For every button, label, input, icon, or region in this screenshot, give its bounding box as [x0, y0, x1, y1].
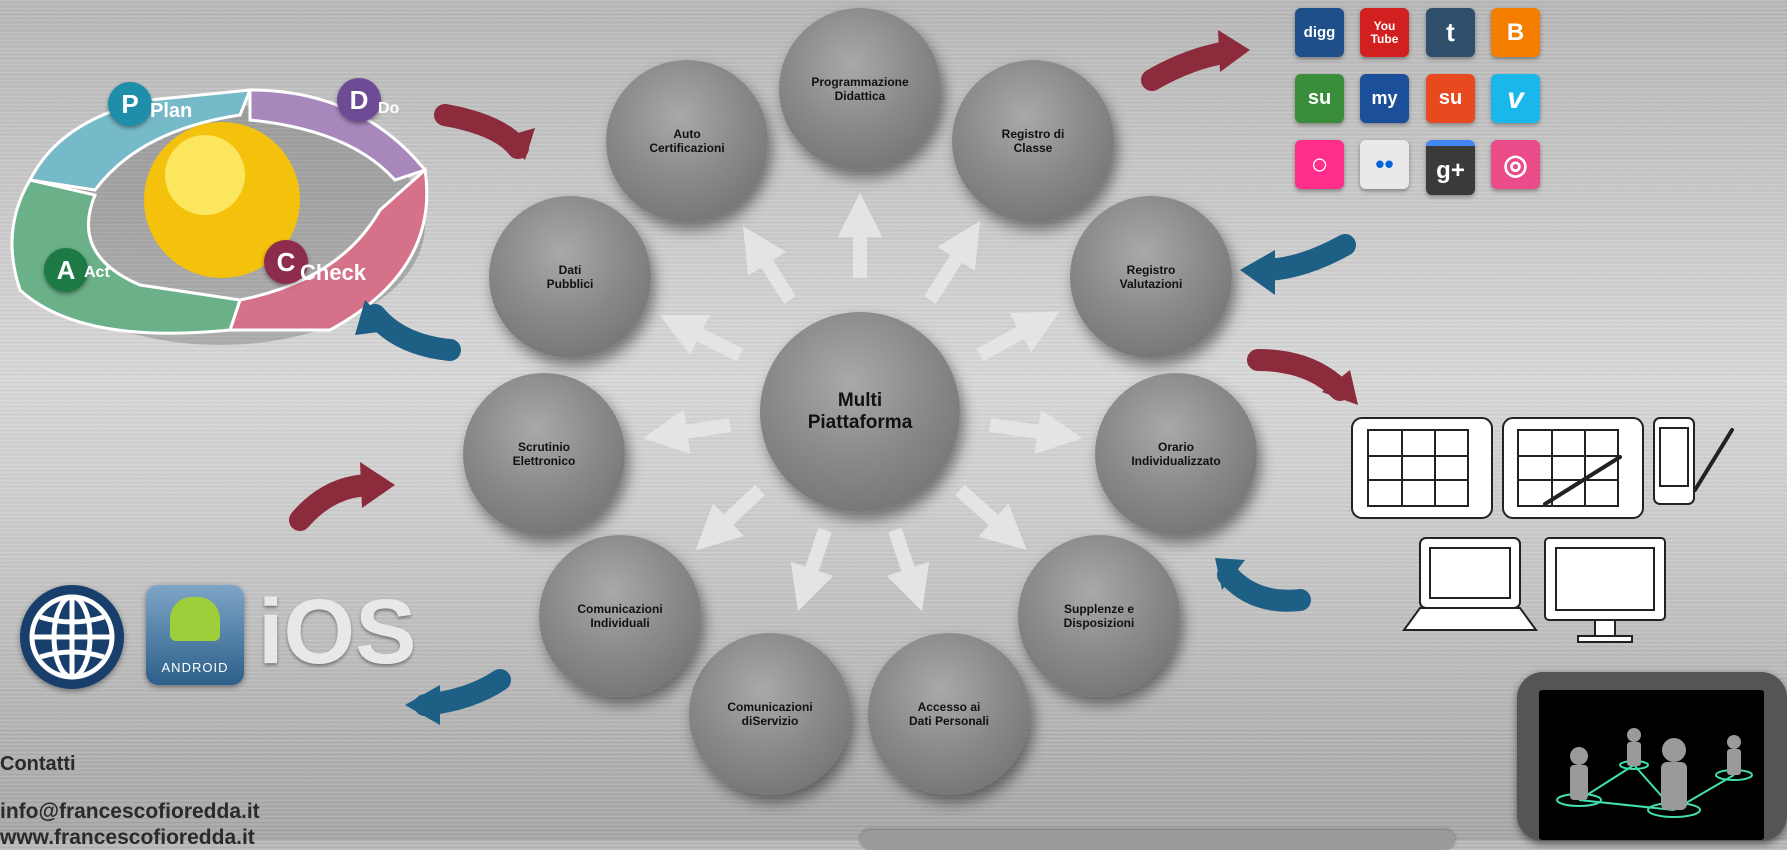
arrow-left	[642, 409, 732, 454]
globe-lines	[29, 594, 115, 680]
node-label: Auto Certificazioni	[649, 127, 725, 155]
node-label: Comunicazioni Individuali	[577, 602, 663, 630]
stumbleupon-icon[interactable]: su	[1426, 74, 1475, 123]
node-auto-certificazioni[interactable]: Auto Certificazioni	[606, 60, 768, 222]
pdca-check: C	[264, 240, 308, 284]
node-comunicazioni-servizio[interactable]: Comunicazioni diServizio	[689, 633, 851, 795]
node-label: Programmazione Didattica	[811, 75, 909, 103]
pdca-act: A	[44, 248, 88, 292]
google-plus-icon[interactable]: g+	[1426, 140, 1475, 195]
node-label: Dati Pubblici	[546, 263, 594, 291]
pdca-plan-label: Plan	[150, 100, 193, 122]
arrow-down	[886, 527, 930, 612]
node-accesso-dati-personali[interactable]: Accesso ai Dati Personali	[868, 633, 1030, 795]
node-comunicazioni-individuali[interactable]: Comunicazioni Individuali	[539, 535, 701, 697]
pdca-do-label: Do	[378, 100, 400, 117]
pdca-act-label: Act	[84, 264, 110, 281]
red-arrow-right-middle	[1247, 349, 1351, 401]
circle-app-icon[interactable]: ○	[1295, 140, 1344, 189]
node-label: Registro di Classe	[1001, 127, 1065, 155]
vimeo-icon[interactable]: v	[1491, 74, 1540, 123]
arrow-up-right	[924, 221, 980, 304]
android-robot-icon	[170, 597, 220, 641]
contacts-email[interactable]: info@francescofioredda.it	[0, 800, 260, 823]
flickr-icon[interactable]: ••	[1360, 140, 1409, 189]
blue-arrow-left-upper	[364, 304, 461, 361]
blogger-icon[interactable]: B	[1491, 8, 1540, 57]
dribbble-icon[interactable]: ◎	[1491, 140, 1540, 189]
node-programmazione-didattica[interactable]: Programmazione Didattica	[779, 8, 941, 170]
node-registro-valutazioni[interactable]: Registro Valutazioni	[1070, 196, 1232, 358]
pdca-do: D	[337, 78, 381, 122]
devices	[1351, 417, 1734, 643]
node-orario-individualizzato[interactable]: Orario Individualizzato	[1095, 373, 1257, 535]
node-scrutinio-elettronico[interactable]: Scrutinio Elettronico	[463, 373, 625, 535]
arrow-left-down	[695, 484, 765, 551]
bottom-bar	[860, 830, 1455, 850]
web-globe-icon[interactable]	[20, 585, 124, 689]
network-graph	[1556, 728, 1753, 818]
arrow-up-left	[742, 226, 796, 304]
blue-arrow-right-lower	[1217, 564, 1311, 612]
node-label: Supplenze e Disposizioni	[1063, 602, 1135, 630]
node-label: Comunicazioni diServizio	[727, 700, 813, 728]
pdca-plan: P	[108, 82, 152, 126]
red-arrow-left-lower	[289, 474, 383, 531]
arrow-left-up	[659, 314, 744, 362]
digg-icon[interactable]: digg	[1295, 8, 1344, 57]
myspace-icon[interactable]: my	[1360, 74, 1409, 123]
arrow-right-up	[976, 311, 1060, 362]
arrow-down-left	[790, 527, 834, 612]
node-registro-classe[interactable]: Registro di Classe	[952, 60, 1114, 222]
hub-multi-piattaforma[interactable]: Multi Piattaforma	[760, 312, 960, 512]
arrow-down-right	[955, 484, 1027, 550]
node-label: Registro Valutazioni	[1119, 263, 1183, 291]
node-label: Scrutinio Elettronico	[512, 440, 576, 468]
stumbleupon-green-icon[interactable]: su	[1295, 74, 1344, 123]
pdca-cycle	[10, 88, 429, 345]
red-arrow-top-right	[1141, 41, 1239, 91]
pdca-check-label: Check	[300, 260, 367, 285]
node-supplenze-disposizioni[interactable]: Supplenze e Disposizioni	[1018, 535, 1180, 697]
ios-logo[interactable]: iOS	[258, 581, 417, 683]
android-tile[interactable]: ANDROID	[146, 585, 244, 685]
tumblr-icon[interactable]: t	[1426, 8, 1475, 57]
network-people-image	[1517, 672, 1787, 841]
contacts-title: Contatti	[0, 753, 76, 775]
android-label: ANDROID	[161, 660, 229, 675]
hub-label: Multi Piattaforma	[807, 390, 913, 433]
contacts-web[interactable]: www.francescofioredda.it	[0, 826, 255, 849]
node-dati-pubblici[interactable]: Dati Pubblici	[489, 196, 651, 358]
node-label: Orario Individualizzato	[1131, 440, 1221, 468]
arrow-right	[989, 409, 1083, 455]
node-label: Accesso ai Dati Personali	[908, 700, 990, 728]
